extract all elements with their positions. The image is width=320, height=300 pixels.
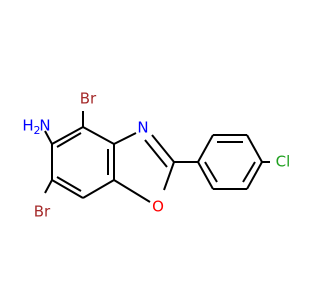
bromine-top-label: Br: [80, 90, 97, 108]
bond: [44, 179, 53, 194]
bond: [246, 161, 263, 190]
bromine-bottom-label: Br: [34, 203, 51, 221]
ring-oxygen-label: O: [152, 198, 164, 216]
bond: [242, 161, 256, 183]
bond: [113, 132, 137, 145]
amine-n-label: N: [39, 117, 50, 135]
bond: [51, 126, 84, 145]
bond: [51, 179, 84, 199]
bond: [44, 130, 53, 145]
bond: [204, 161, 218, 183]
bond: [56, 176, 82, 192]
bond: [197, 161, 214, 190]
molecule-canvas: Br H 2 N N O Br Cl: [22, 89, 291, 221]
bond: [82, 126, 115, 145]
bond: [246, 134, 263, 163]
bond: [56, 132, 82, 148]
bond-lines: [44, 111, 270, 203]
bond: [113, 179, 151, 203]
structure-diagram: Br H 2 N N O Br Cl: [22, 90, 290, 221]
chlorine-label: Cl: [276, 153, 291, 171]
bond: [151, 134, 175, 163]
atom-labels: Br H 2 N N O Br Cl: [22, 90, 290, 221]
bond: [82, 179, 115, 199]
amine-subscript-label: 2: [34, 124, 41, 137]
bond: [144, 139, 168, 168]
bond: [163, 161, 175, 191]
ring-nitrogen-label: N: [137, 119, 148, 137]
bond: [197, 134, 214, 163]
amine-h-label: H: [22, 117, 33, 135]
